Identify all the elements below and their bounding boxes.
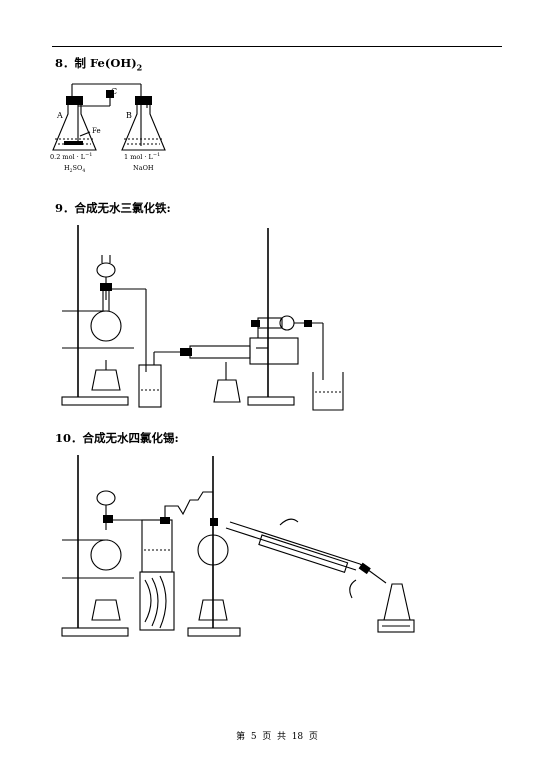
section-8-title: 制 Fe(OH): [74, 56, 137, 70]
label-Fe: Fe: [92, 127, 101, 135]
svg-text:0.2 mol · L−1: 0.2 mol · L−1: [50, 152, 92, 161]
section-10-heading: 10．合成无水四氯化锡:: [55, 431, 179, 445]
page-footer: 第 5 页 共 18 页: [236, 732, 318, 742]
h2so4-h: H: [64, 164, 70, 172]
section-10-title: 合成无水四氯化锡:: [82, 431, 179, 445]
section-8-heading: 8．制 Fe(OH)2: [55, 56, 143, 73]
h2so4-sub2: 4: [82, 168, 85, 174]
section-10-number: 10: [55, 431, 72, 445]
conc-b-sup: −1: [153, 152, 160, 158]
naoh-label: NaOH: [133, 164, 154, 172]
svg-text:H2SO4: H2SO4: [64, 164, 85, 174]
section-8-number: 8: [55, 56, 64, 70]
conc-a-sup: −1: [85, 152, 92, 158]
fecl3-apparatus-figure: [61, 225, 344, 411]
label-A: A: [56, 111, 63, 120]
label-C: C: [111, 87, 117, 96]
conc-b-label: 1 mol · L: [124, 153, 154, 161]
section-9-number: 9: [55, 201, 64, 215]
h2so4-so: SO: [73, 164, 83, 172]
section-8-subscript: 2: [136, 62, 143, 73]
fe-oh2-apparatus-figure: C A B Fe 0.2 mol · L−1 1 mol · L−1 H2SO4…: [50, 83, 166, 174]
header-rule: [52, 46, 502, 47]
section-9-heading: 9．合成无水三氯化铁:: [55, 201, 171, 215]
svg-text:1 mol · L−1: 1 mol · L−1: [124, 152, 160, 161]
sncl4-apparatus-figure: [61, 455, 415, 637]
label-B: B: [126, 111, 132, 120]
conc-a-label: 0.2 mol · L: [50, 153, 86, 161]
section-9-title: 合成无水三氯化铁:: [74, 201, 171, 215]
h2so4-sub1: 2: [70, 168, 73, 174]
